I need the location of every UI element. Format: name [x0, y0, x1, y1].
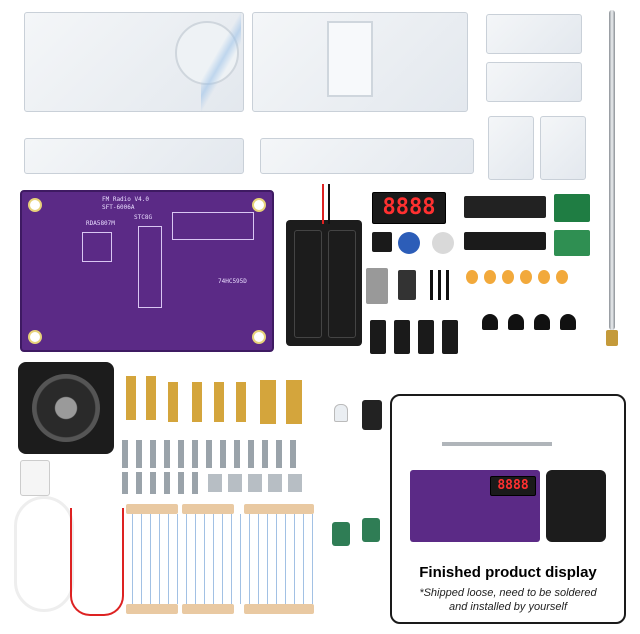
push-button — [442, 320, 458, 354]
fm-module — [554, 194, 590, 222]
finished-display: 8888 — [490, 476, 536, 496]
pcb-chip-label: RDA5807M — [86, 220, 115, 227]
pcb-ic-label: 74HC595D — [218, 278, 247, 285]
mcu-chip — [464, 232, 546, 250]
pin-header — [430, 270, 454, 300]
acrylic-side-part — [486, 14, 582, 54]
electrolytic-capacitor — [362, 400, 382, 430]
transistor — [482, 314, 498, 330]
finished-radio-photo: 8888 — [410, 442, 606, 546]
speaker — [18, 362, 114, 454]
resistor-strip-tape — [126, 604, 178, 614]
electrolytic-capacitor — [332, 522, 350, 546]
audio-jack — [372, 232, 392, 252]
ic-socket — [464, 196, 546, 218]
pcb-chip-footprint — [82, 232, 112, 262]
pcb-ic-footprint — [138, 226, 162, 308]
resistor-strip-tape — [182, 604, 234, 614]
protective-film-tape — [201, 13, 241, 111]
transistor — [560, 314, 576, 330]
finished-product-panel: 8888 Finished product display *Shipped l… — [390, 394, 626, 624]
pcb-mount-hole — [252, 198, 266, 212]
led — [334, 404, 348, 422]
resistor-strip-tape — [244, 604, 314, 614]
telescopic-antenna — [606, 10, 618, 346]
acrylic-strip — [260, 138, 474, 174]
acrylic-square — [488, 116, 534, 180]
acrylic-side-part — [486, 62, 582, 102]
pcb-title: FM Radio V4.0 — [102, 196, 149, 203]
acrylic-front-panel — [24, 12, 244, 112]
screws — [122, 440, 302, 468]
electrolytic-capacitor — [362, 518, 380, 542]
push-button — [418, 320, 434, 354]
seven-segment-display: 8888 — [372, 192, 446, 224]
battery-holder — [286, 220, 362, 346]
finished-speaker — [546, 470, 606, 542]
radio-pcb: FM Radio V4.0 SFT-6006A RDA5807M 74HC595… — [20, 190, 274, 352]
resistor-bundle — [128, 514, 314, 604]
push-button — [370, 320, 386, 354]
ceramic-capacitors — [466, 270, 596, 304]
shipping-note-line2: and installed by yourself — [448, 601, 567, 613]
potentiometer — [432, 232, 454, 254]
finished-product-title: Finished product display — [419, 564, 597, 581]
transistor — [534, 314, 550, 330]
usb-connector — [366, 268, 388, 304]
pcb-display-footprint — [172, 212, 254, 240]
pcb-mount-hole — [28, 198, 42, 212]
pcb-model: SFT-6006A — [102, 204, 135, 211]
shipping-note-line1: *Shipped loose, need to be soldered — [419, 587, 597, 599]
brass-standoffs — [126, 376, 310, 428]
resistor-strip-tape — [182, 504, 234, 514]
acrylic-back-panel — [252, 12, 468, 112]
fm-module-adapter — [554, 230, 590, 256]
battery-wire-red — [322, 184, 324, 224]
nuts — [208, 474, 308, 492]
pcb-mcu-label: STC8G — [134, 214, 153, 221]
display-window — [327, 21, 373, 97]
resistor-strip-tape — [244, 504, 314, 514]
acrylic-square — [540, 116, 586, 180]
finished-antenna — [442, 442, 552, 446]
usb-cable — [10, 460, 74, 614]
resistor-strip-tape — [126, 504, 178, 514]
transistor — [508, 314, 524, 330]
battery-wire-black — [328, 184, 330, 224]
acrylic-strip — [24, 138, 244, 174]
push-button — [394, 320, 410, 354]
screws — [122, 472, 202, 494]
slide-switch — [398, 270, 416, 300]
pcb-mount-hole — [252, 330, 266, 344]
pcb-mount-hole — [28, 330, 42, 344]
speaker-wires — [70, 508, 124, 616]
potentiometer — [398, 232, 420, 254]
